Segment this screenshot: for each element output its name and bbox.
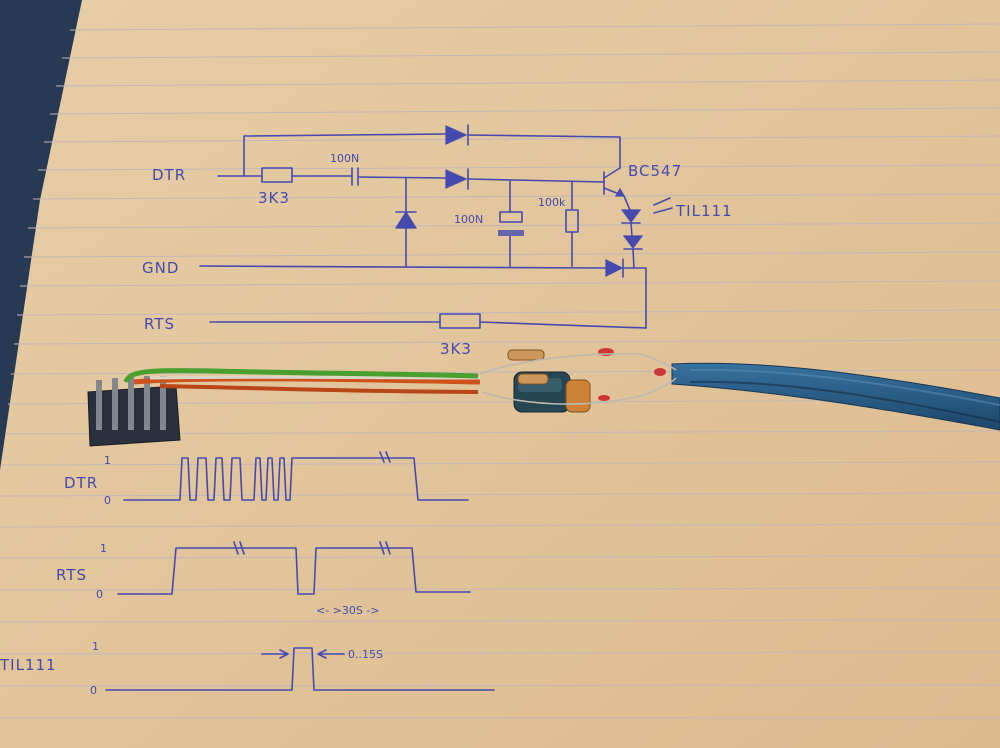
til-level-high: 1: [92, 640, 99, 653]
dtr-waveform: [123, 457, 469, 501]
label-led: TIL111: [675, 202, 733, 220]
label-c2: 100N: [454, 213, 483, 226]
wire-orange: [133, 376, 481, 385]
diode-gnd: [605, 259, 624, 277]
dtr-level-low: 0: [104, 494, 111, 507]
rts-duration-annotation: <- >30S ->: [316, 604, 380, 617]
diode-top: [445, 125, 468, 145]
label-r3: 3K3: [440, 340, 472, 358]
timing-label-dtr: DTR: [64, 474, 98, 492]
component-cluster: [479, 348, 677, 413]
timing-label-rts: RTS: [56, 566, 87, 584]
til111-waveform: [105, 647, 495, 691]
dtr-level-high: 1: [104, 454, 111, 467]
wire-green: [123, 368, 479, 384]
resistor-r1: [261, 167, 293, 183]
label-dtr: DTR: [152, 166, 186, 184]
rts-level-low: 0: [96, 588, 103, 601]
label-transistor: BC547: [628, 162, 682, 180]
led-til111-b: [622, 235, 644, 249]
til-level-low: 0: [90, 684, 97, 697]
diode-mid: [445, 169, 468, 189]
ruled-lines: [0, 23, 1000, 719]
pin-header-connector: [87, 376, 181, 447]
label-r1: 3K3: [258, 189, 290, 207]
til-pulse-annotation: 0..15S: [348, 648, 383, 661]
blue-cable: [671, 362, 1000, 431]
label-rts: RTS: [144, 315, 175, 333]
label-gnd: GND: [142, 259, 179, 277]
rts-level-high: 1: [100, 542, 107, 555]
rts-waveform: [117, 547, 471, 595]
label-c1: 100N: [330, 152, 359, 165]
led-til111-a: [620, 209, 642, 223]
assembled-dongle: [87, 348, 1000, 447]
resistor-r3: [439, 313, 481, 329]
label-r2: 100k: [538, 196, 566, 209]
wire-white: [149, 375, 481, 380]
circuit-schematic: DTR GND RTS 3K3 100N 100N 100k BC547 TIL…: [142, 124, 733, 358]
capacitor-c2: [499, 211, 523, 223]
timing-diagram: DTR 1 0 RTS 1 0 <- >30S -> TIL111 1 0 0.…: [0, 451, 495, 697]
timing-label-til111: TIL111: [0, 656, 57, 674]
